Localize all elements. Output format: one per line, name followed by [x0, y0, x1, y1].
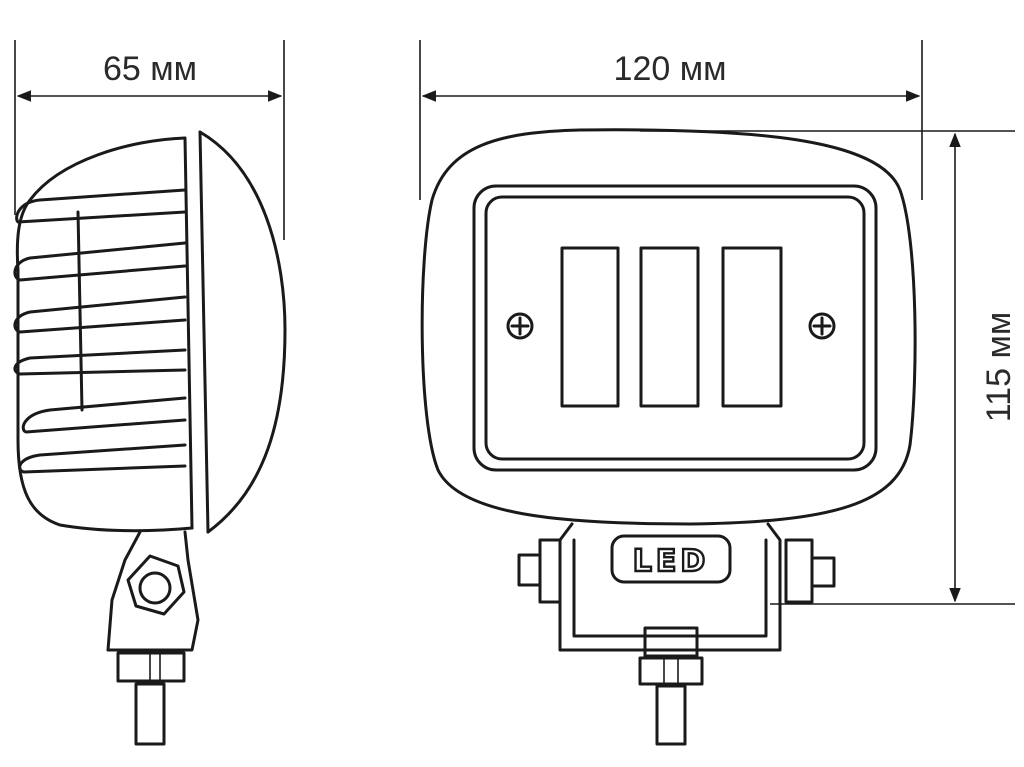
front-left-bolt: [517, 538, 562, 604]
front-bezel-inner: [484, 195, 866, 461]
side-gland-nut: [116, 651, 186, 683]
front-height-label: 115 мм: [980, 312, 1018, 422]
front-bezel-outer: [472, 184, 878, 472]
side-view: [13, 130, 287, 746]
side-bezel-rear: [183, 136, 194, 530]
led-module-3: [721, 246, 783, 408]
side-bracket: [106, 530, 200, 652]
led-module-1: [560, 246, 620, 408]
front-gland-top: [643, 626, 699, 658]
dimension-side-width: 65 мм: [14, 40, 285, 240]
front-bracket: [558, 522, 782, 652]
front-right-bolt: [784, 538, 836, 604]
side-bezel-front: [198, 130, 210, 534]
side-hex-nut: [126, 554, 186, 616]
screw-left-icon: [506, 312, 534, 340]
front-width-label: 120 мм: [614, 50, 727, 88]
dimension-front-height: 115 мм: [640, 130, 1018, 605]
led-module-2: [639, 246, 700, 408]
side-bolt-hole: [138, 571, 172, 605]
side-lens-dome: [198, 130, 287, 534]
front-gland-nut: [638, 656, 704, 686]
front-cable: [655, 684, 687, 746]
dimension-front-width: 120 мм: [419, 40, 923, 200]
side-housing: [15, 136, 194, 533]
side-width-label: 65 мм: [103, 50, 197, 88]
front-view: LED: [420, 128, 917, 746]
screw-right-icon: [808, 312, 836, 340]
side-cooling-fins: [13, 188, 187, 474]
side-cable: [134, 682, 166, 746]
led-badge-text: LED: [633, 544, 710, 579]
led-badge: [610, 534, 732, 584]
front-housing: [420, 128, 917, 526]
